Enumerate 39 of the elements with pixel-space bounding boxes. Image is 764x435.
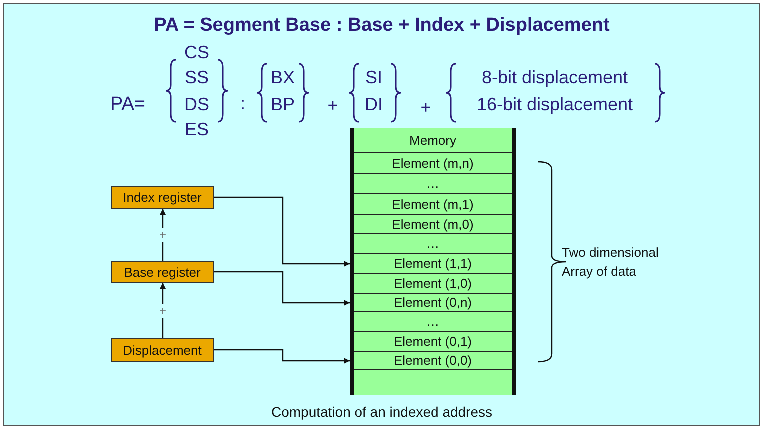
- caption: Computation of an indexed address: [271, 404, 493, 420]
- memory-cell: Element (0,1): [354, 332, 512, 352]
- plus-sign: +: [328, 96, 338, 116]
- memory-cell: Element (m,0): [354, 215, 512, 234]
- colon-sign: :: [240, 94, 246, 114]
- memory-cell: Memory: [354, 128, 512, 153]
- memory-cell: Element (0,0): [354, 352, 512, 370]
- index-register-name: DI: [365, 94, 383, 116]
- brace-label: Two dimensional Array of data: [562, 244, 660, 281]
- segment-register: CS: [184, 42, 210, 64]
- memory-cell: Element (1,0): [354, 274, 512, 294]
- formula-term: 16-bit displacement: [476, 94, 634, 116]
- memory-cell: Element (1,1): [354, 254, 512, 274]
- arrow: [214, 196, 350, 267]
- register-box: Base register: [111, 261, 214, 283]
- title: PA = Segment Base : Base + Index + Displacement: [154, 15, 610, 37]
- memory-cell: Element (m,n): [354, 153, 512, 174]
- formula-term: PA=: [110, 94, 146, 116]
- register-box: Index register: [111, 186, 214, 209]
- empty-memory-cell: [354, 370, 512, 395]
- index-register-name: SI: [366, 68, 382, 88]
- edge-label: +: [158, 228, 168, 242]
- arrow: [214, 349, 350, 364]
- memory-cell: …: [354, 234, 512, 254]
- memory-column: [350, 128, 516, 395]
- memory-cell: Element (m,1): [354, 194, 512, 215]
- segment-register: ES: [185, 120, 209, 140]
- memory-cell: …: [354, 174, 512, 194]
- memory-cell: …: [354, 312, 512, 332]
- arrow: [214, 271, 350, 306]
- plus-sign: +: [420, 98, 432, 118]
- edge-label: +: [158, 304, 168, 318]
- base-register-name: BX: [271, 68, 295, 88]
- segment-register: SS: [185, 68, 209, 88]
- formula-term: 8-bit displacement: [482, 68, 628, 88]
- base-register-name: BP: [271, 94, 295, 116]
- register-box: Displacement: [111, 338, 214, 362]
- memory-cell: Element (0,n): [354, 294, 512, 312]
- segment-register: DS: [184, 94, 210, 116]
